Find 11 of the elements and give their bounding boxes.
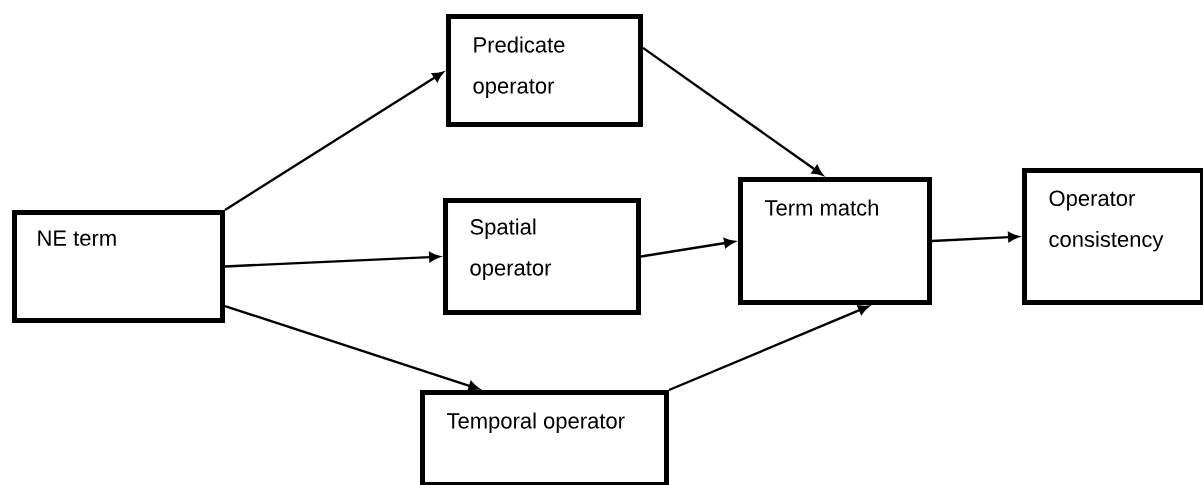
arrow <box>642 46 823 176</box>
arrow <box>224 71 444 211</box>
process-box: Term match <box>738 177 932 305</box>
process-box: Operator consistency <box>1022 168 1203 305</box>
process-box: NE term <box>12 210 225 323</box>
arrow <box>668 305 870 392</box>
process-box: Predicate operator <box>446 14 643 127</box>
process-box: Temporal operator <box>420 390 669 485</box>
process-box: Spatial operator <box>443 198 641 315</box>
arrow <box>640 238 735 258</box>
arrow <box>224 304 480 391</box>
